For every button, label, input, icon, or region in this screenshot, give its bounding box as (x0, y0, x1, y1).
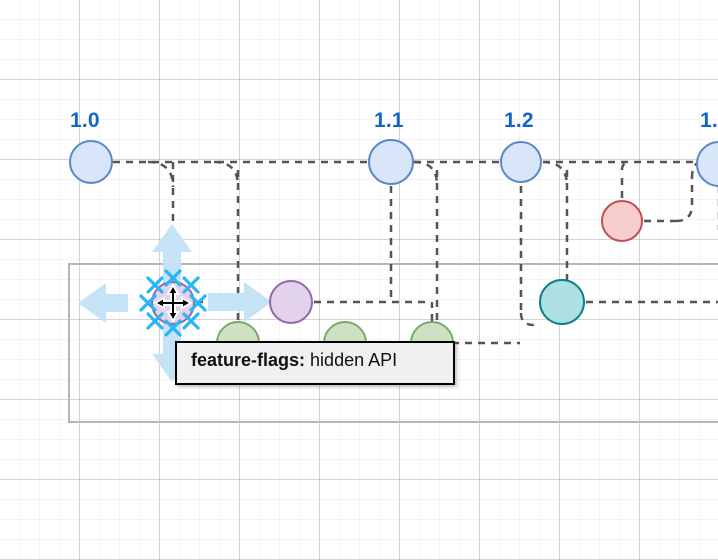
node-feature-flags-selected[interactable] (151, 281, 195, 325)
node-release-1-3[interactable] (696, 141, 718, 187)
node-tooltip: feature-flags: hidden API (175, 341, 455, 385)
version-label-1-2: 1.2 (504, 109, 534, 132)
swimlane-group-box[interactable] (68, 263, 718, 423)
tooltip-value: hidden API (310, 350, 398, 370)
version-label-1-3: 1. (700, 109, 718, 132)
node-release-1-0[interactable] (69, 140, 113, 184)
node-commit-teal[interactable] (539, 279, 585, 325)
version-label-1-1: 1.1 (374, 109, 404, 132)
tooltip-key: feature-flags: (191, 350, 306, 370)
node-release-1-1[interactable] (368, 139, 414, 185)
node-commit-purple[interactable] (269, 280, 313, 324)
version-label-1-0: 1.0 (70, 109, 100, 132)
node-commit-red[interactable] (601, 200, 643, 242)
node-release-1-2[interactable] (500, 141, 542, 183)
